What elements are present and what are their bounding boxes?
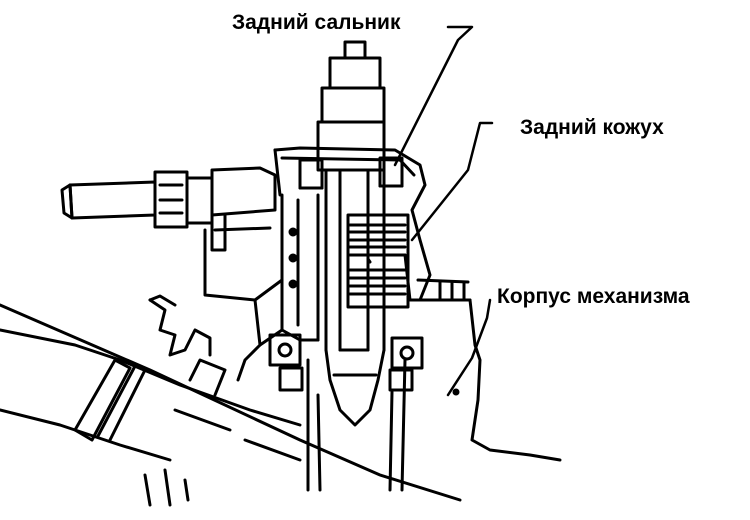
rear-seal [298,156,404,190]
rear-cover-label: Задний кожух [520,116,664,139]
lower-shaft-housing [306,358,407,492]
leader-lines [393,25,494,397]
rear-seal-label: Задний сальник [232,11,401,34]
gear-housing-label: Корпус механизма [497,285,690,308]
pipe-fitting [60,166,284,302]
input-shaft [316,40,386,427]
rack-tube [0,294,462,507]
left-housing [280,193,320,342]
valve-spool [346,213,410,309]
lower-bearings [268,333,424,392]
